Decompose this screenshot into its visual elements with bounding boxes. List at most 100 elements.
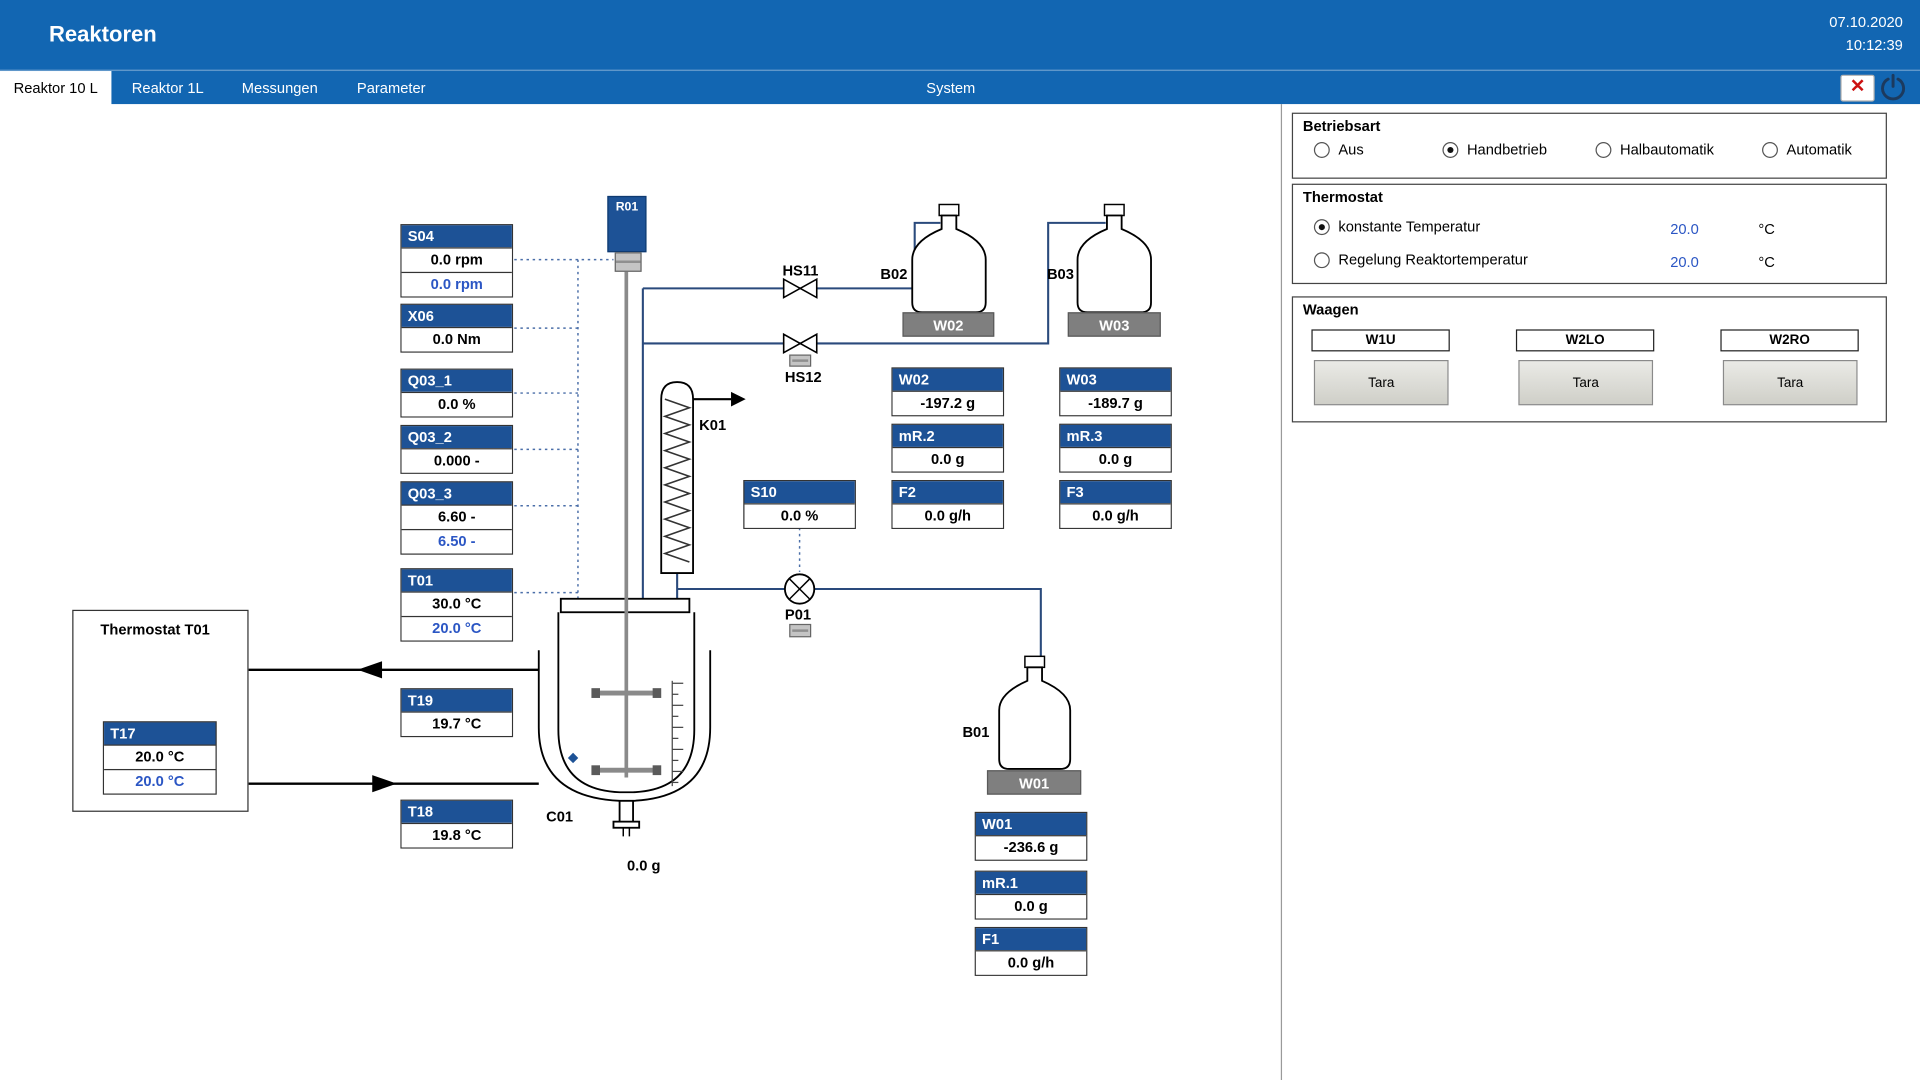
radio-halbautomatik[interactable]: Halbautomatik [1596,141,1714,158]
block-tag: F3 [1060,481,1170,503]
block-value: 30.0 °C [402,591,512,615]
tara-button-w2ro[interactable]: Tara [1723,360,1858,405]
block-tag: W02 [893,369,1003,391]
block-tag: T18 [402,801,512,823]
label-k01: K01 [699,416,726,433]
block-tag: S04 [402,225,512,247]
tab-parameter[interactable]: Parameter [336,71,447,105]
alarm-ack-icon[interactable]: ✕ [1840,75,1874,102]
instrument-block-w01[interactable]: W01 -236.6 g [975,812,1088,861]
radio-regelung-reaktortemperatur[interactable]: Regelung Reaktortemperatur [1314,251,1528,268]
block-value: 0.0 g [893,447,1003,471]
radio-automatik[interactable]: Automatik [1762,141,1852,158]
instrument-block-f3[interactable]: F3 0.0 g/h [1059,480,1172,529]
betriebsart-group: Betriebsart Aus Handbetrieb Halbautomati… [1292,113,1887,179]
block-value: 0.0 g/h [1060,503,1170,527]
label-b01: B01 [962,724,989,741]
radio-label: Halbautomatik [1620,141,1714,158]
power-icon[interactable] [1878,72,1907,101]
radio-circle [1314,252,1330,268]
block-tag: W01 [976,813,1086,835]
tara-button-w1u[interactable]: Tara [1314,360,1449,405]
motor-coupling [615,252,642,272]
block-setpoint: 0.0 rpm [402,272,512,296]
instrument-block-t01[interactable]: T01 30.0 °C 20.0 °C [400,568,513,641]
header-datetime: 07.10.2020 10:12:39 [1829,11,1903,58]
valve-hs12[interactable] [784,334,817,352]
stirrer-motor-r01[interactable]: R01 [607,196,646,252]
tab-bar: Reaktor 10 L Reaktor 1L Messungen Parame… [0,70,1920,104]
label-r01: R01 [609,201,646,214]
instrument-block-q03-1[interactable]: Q03_1 0.0 % [400,369,513,418]
block-value: -236.6 g [976,835,1086,859]
instrument-block-x06[interactable]: X06 0.0 Nm [400,304,513,353]
instrument-block-w03[interactable]: W03 -189.7 g [1059,367,1172,416]
radio-label: Aus [1338,141,1363,158]
valve-hs12-actuator [790,355,811,366]
block-value: 0.000 - [402,448,512,472]
tara-button-w2lo[interactable]: Tara [1518,360,1653,405]
instrument-block-q03-3[interactable]: Q03_3 6.60 - 6.50 - [400,481,513,554]
instrument-block-s04[interactable]: S04 0.0 rpm 0.0 rpm [400,224,513,297]
block-value: -189.7 g [1060,391,1170,415]
tab-system[interactable]: System [877,71,1025,105]
tab-messungen[interactable]: Messungen [224,71,335,105]
instrument-block-t18[interactable]: T18 19.8 °C [400,800,513,849]
scale-name-w2lo: W2LO [1516,329,1654,351]
block-value: 0.0 % [744,503,854,527]
tab-reaktor-10l[interactable]: Reaktor 10 L [0,71,111,105]
app-title: Reaktoren [49,22,157,48]
instrument-block-w02[interactable]: W02 -197.2 g [891,367,1004,416]
block-tag: Q03_2 [402,426,512,448]
block-setpoint: 6.50 - [402,529,512,553]
label-b03: B03 [1047,266,1074,283]
block-tag: T19 [402,689,512,711]
block-tag: X06 [402,305,512,327]
block-tag: F2 [893,481,1003,503]
instrument-block-t19[interactable]: T19 19.7 °C [400,688,513,737]
instrument-block-mr1[interactable]: mR.1 0.0 g [975,871,1088,920]
instrument-block-mr2[interactable]: mR.2 0.0 g [891,424,1004,473]
radio-circle [1442,141,1458,157]
block-value: 0.0 g [976,894,1086,918]
instrument-block-t17[interactable]: T17 20.0 °C 20.0 °C [103,721,217,794]
block-setpoint: 20.0 °C [402,616,512,640]
block-tag: F1 [976,928,1086,950]
radio-konstante-temperatur[interactable]: konstante Temperatur [1314,218,1480,235]
instrument-block-f1[interactable]: F1 0.0 g/h [975,927,1088,976]
valve-hs11[interactable] [784,279,817,297]
pipes [643,223,1106,659]
titlebar: Reaktoren 07.10.2020 10:12:39 [0,0,1920,70]
block-value: 0.0 rpm [402,247,512,271]
signal-lines [514,260,799,600]
regelung-temperatur-value[interactable]: 20.0 [1670,253,1699,270]
radio-circle [1762,141,1778,157]
block-tag: mR.1 [976,872,1086,894]
label-p01: P01 [785,606,811,623]
instrument-block-f2[interactable]: F2 0.0 g/h [891,480,1004,529]
vent-arrow [731,392,746,407]
block-value: 0.0 Nm [402,327,512,351]
radio-aus[interactable]: Aus [1314,141,1364,158]
pump-p01[interactable] [785,574,814,603]
block-value: 6.60 - [402,504,512,528]
instrument-block-q03-2[interactable]: Q03_2 0.000 - [400,425,513,474]
waagen-title: Waagen [1303,301,1359,318]
bottle-b02 [912,204,985,312]
konstante-temperatur-unit: °C [1758,220,1774,237]
regelung-temperatur-unit: °C [1758,253,1774,270]
block-value: 0.0 % [402,392,512,416]
coil [665,399,689,562]
radio-label: konstante Temperatur [1338,218,1480,235]
scale-name-w1u: W1U [1311,329,1449,351]
instrument-block-mr3[interactable]: mR.3 0.0 g [1059,424,1172,473]
reactor-vessel-c01 [539,599,710,837]
block-value: 0.0 g/h [893,503,1003,527]
block-value: 0.0 g [1060,447,1170,471]
scale-plate-w01: W01 [987,770,1081,794]
konstante-temperatur-value[interactable]: 20.0 [1670,220,1699,237]
tab-reaktor-1l[interactable]: Reaktor 1L [113,71,223,105]
radio-handbetrieb[interactable]: Handbetrieb [1442,141,1547,158]
instrument-block-s10[interactable]: S10 0.0 % [743,480,856,529]
